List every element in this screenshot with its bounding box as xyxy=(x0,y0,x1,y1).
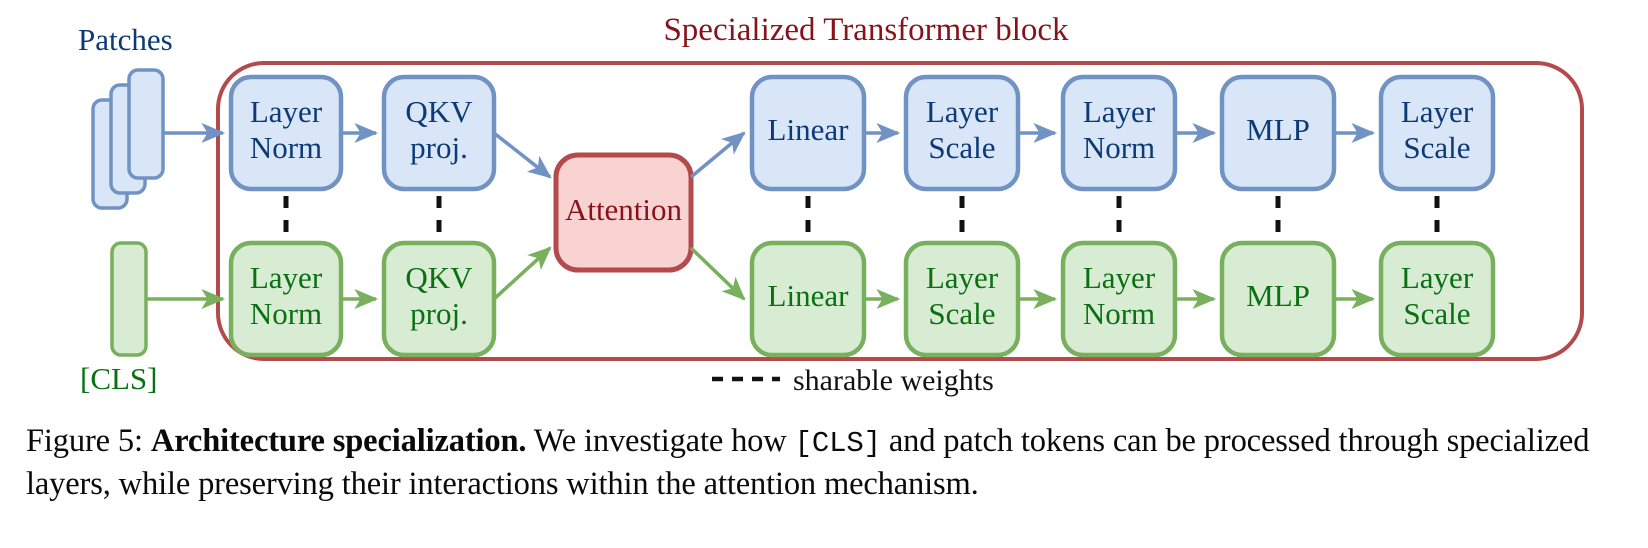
edge-patch-attention-to-linear xyxy=(689,131,746,179)
node-patch-linear[interactable]: Linear xyxy=(749,74,867,192)
caption-bold-title: Architecture specialization. xyxy=(150,423,527,459)
node-cls-linear-label: Linear xyxy=(768,278,850,313)
figure-caption: Figure 5: Architecture specialization. W… xyxy=(26,420,1626,505)
legend-label: sharable weights xyxy=(793,364,994,397)
edges-layer xyxy=(146,122,1376,310)
node-attention-label: Attention xyxy=(565,192,683,227)
sharable-weight-dashes-layer xyxy=(283,196,1440,236)
edge-cls-qkv-to-attention xyxy=(492,246,552,301)
legend-sharable-weights: sharable weights xyxy=(712,364,994,397)
node-patch-mlp[interactable]: MLP xyxy=(1219,74,1337,192)
caption-body-part1: We investigate how xyxy=(533,423,795,459)
architecture-diagram: Specialized Transformer block Patches [C… xyxy=(78,12,1584,397)
node-cls-mlp[interactable]: MLP xyxy=(1219,240,1337,358)
edge-patch-qkv-to-attention xyxy=(492,131,552,179)
specialized-transformer-block-container xyxy=(216,61,1584,361)
caption-body-part2: and patch tokens can be processed throug… xyxy=(26,423,1590,502)
node-cls-mlp-label: MLP xyxy=(1246,278,1310,313)
node-cls-linear[interactable]: Linear xyxy=(749,240,867,358)
edge-cls-attention-to-linear xyxy=(689,246,746,301)
block-title: Specialized Transformer block xyxy=(663,12,1069,48)
node-patch-mlp-label: MLP xyxy=(1246,112,1310,147)
patches-label: Patches xyxy=(78,22,173,57)
patches-token-stack xyxy=(91,68,165,210)
node-attention[interactable]: Attention xyxy=(553,152,694,273)
caption-cls-token: [CLS] xyxy=(794,427,881,460)
node-patch-linear-label: Linear xyxy=(768,112,850,147)
cls-token-label: [CLS] xyxy=(80,361,158,396)
caption-figure-number: Figure 5: xyxy=(26,423,143,459)
cls-token-bar xyxy=(110,241,148,357)
